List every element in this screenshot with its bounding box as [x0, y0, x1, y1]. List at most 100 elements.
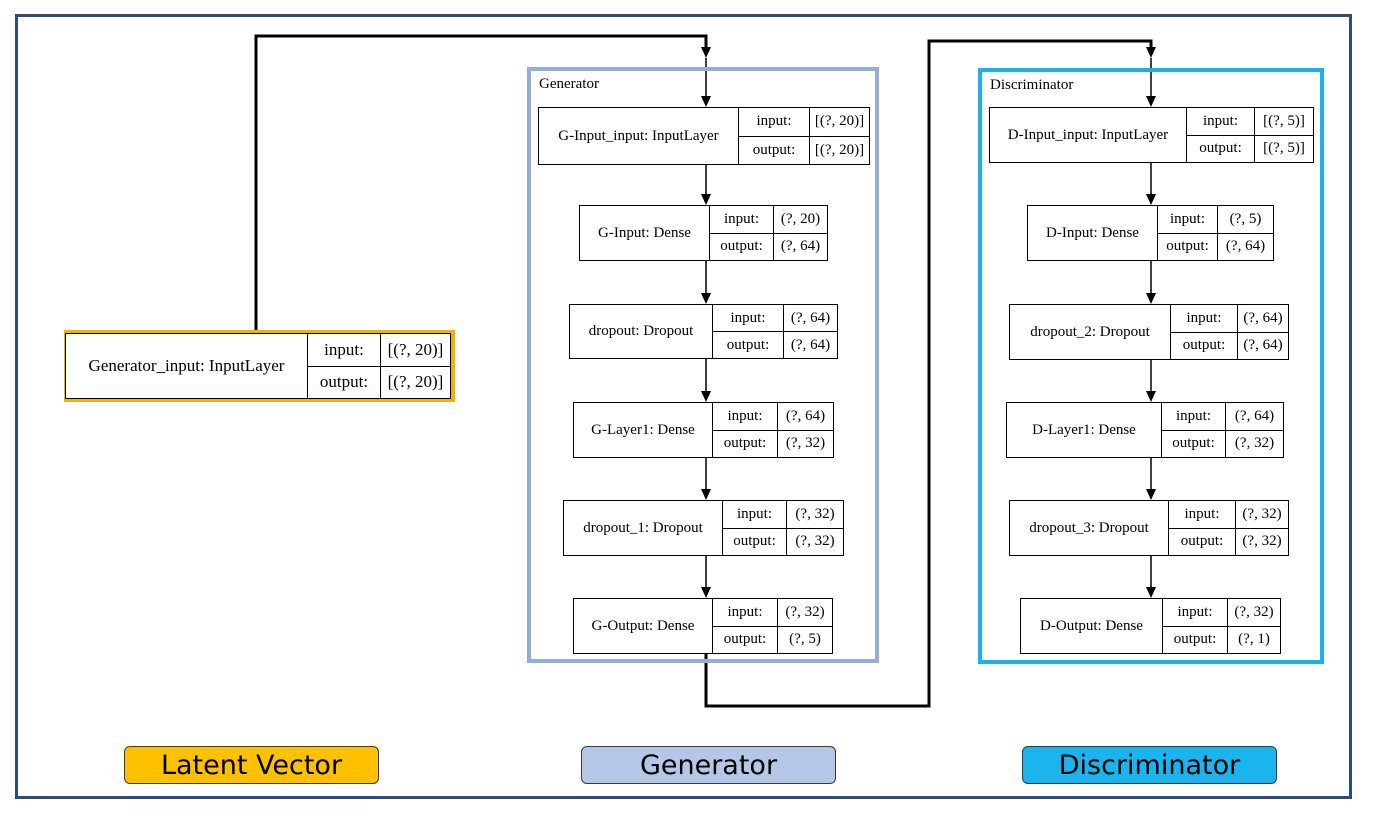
arrow-generator-chain-0 [701, 194, 711, 205]
discriminator-layer-node-4-output-row: output: (?, 32) [1169, 527, 1288, 555]
outer-frame [15, 14, 1352, 799]
discriminator-layer-node-1-label: D-Input: Dense [1028, 206, 1158, 260]
wire-generator-to-discriminator [704, 39, 1153, 708]
generator-layer-node-0-input-key: input: [739, 108, 810, 136]
generator-layer-node-0-output-key: output: [739, 136, 810, 164]
discriminator-layer-node-4-output-shape: (?, 32) [1242, 533, 1282, 550]
generator-layer-node-2-output-row: output: (?, 64) [713, 331, 837, 358]
arrow-discriminator-chain-3 [1146, 489, 1156, 500]
discriminator-layer-node-1-input-row: input:(?, 5) [1158, 206, 1273, 233]
arrow-discriminator-chain-1 [1146, 293, 1156, 304]
generator-layer-node-5-output-shape: (?, 5) [789, 631, 821, 648]
arrow-generator-chain-4 [701, 587, 711, 598]
discriminator-layer-node-2-input-shape: (?, 64) [1243, 309, 1283, 326]
generator-layer-node-0-label: G-Input_input: InputLayer [539, 108, 739, 164]
discriminator-layer-node-1-input-shape: (?, 5) [1229, 210, 1262, 227]
legend-discriminator-label: Discriminator [1058, 749, 1241, 781]
discriminator-layer-node-0-input-shape: [(?, 5)] [1263, 112, 1305, 129]
generator-layer-node-2-output-shape: (?, 64) [790, 336, 831, 353]
discriminator-layer-node-2-output-key: output: [1171, 332, 1238, 359]
generator-layer-node-5-input-row: input:(?, 32) [713, 599, 832, 626]
legend-generator: Generator [581, 746, 836, 784]
discriminator-layer-node-4-input-row: input:(?, 32) [1169, 501, 1288, 528]
generator-layer-node-0-input-shape: [(?, 20)] [814, 113, 865, 130]
generator-layer-node-4-output-key: output: [723, 528, 787, 555]
legend-generator-label: Generator [639, 749, 778, 781]
generator-layer-node-1-output-key: output: [710, 233, 774, 260]
discriminator-layer-node-3-output-row: output: (?, 32) [1162, 429, 1283, 457]
arrow-generator-chain-3 [701, 489, 711, 500]
arrow-discriminator-node-0 [1146, 96, 1156, 107]
discriminator-layer-node-3-label: D-Layer1: Dense [1007, 403, 1162, 457]
discriminator-layer-node-3-output-key: output: [1162, 430, 1226, 457]
generator-layer-node-4-label: dropout_1: Dropout [564, 501, 723, 555]
discriminator-layer-node-5-input-key: input: [1163, 599, 1228, 626]
generator-cluster-title: Generator [539, 76, 599, 92]
arrow-discriminator-chain-0 [1146, 194, 1156, 205]
discriminator-layer-node-5-input-shape: (?, 32) [1234, 603, 1274, 620]
discriminator-layer-node-3-input-shape: (?, 64) [1234, 407, 1275, 424]
discriminator-layer-node-5-output-shape: (?, 1) [1238, 631, 1270, 648]
generator-layer-node-5-output-key: output: [713, 626, 778, 653]
generator-layer-node-1-output-row: output:(?, 64) [710, 232, 827, 260]
discriminator-layer-node-4-output-key: output: [1169, 528, 1236, 555]
generator-layer-node-3-label: G-Layer1: Dense [574, 403, 713, 457]
generator-layer-node-3-input-shape: (?, 64) [785, 407, 826, 424]
discriminator-cluster-title: Discriminator [990, 77, 1074, 93]
generator-layer-node-1-input-key: input: [710, 206, 774, 233]
discriminator-layer-node-5-label: D-Output: Dense [1021, 599, 1163, 653]
generator-layer-node-3-input-row: input:(?, 64) [713, 403, 833, 430]
legend-latent-vector-label: Latent Vector [160, 749, 343, 781]
discriminator-layer-node-1-output-key: output: [1158, 233, 1218, 260]
discriminator-layer-node-2-output-row: output: (?, 64) [1171, 331, 1288, 359]
discriminator-layer-node-3-output-shape: (?, 32) [1234, 435, 1275, 452]
arrow-generator-chain-2 [701, 391, 711, 402]
discriminator-layer-node-0-output-shape: [(?, 5)] [1263, 140, 1305, 157]
generator-layer-node-2-input-row: input:(?, 64) [713, 305, 837, 331]
arrow-discriminator-chain-2 [1146, 391, 1156, 402]
generator-layer-node-2-label: dropout: Dropout [570, 305, 713, 358]
generator-layer-node-5-output-row: output: (?, 5) [713, 625, 832, 653]
arrow-discriminator-chain-4 [1146, 587, 1156, 598]
generator-layer-node-1-input-row: input: (?, 20) [710, 206, 827, 233]
generator-layer-node-3-output-shape: (?, 32) [785, 435, 826, 452]
discriminator-layer-node-0-output-key: output: [1187, 135, 1255, 162]
generator-layer-node-0-output-row: output:[(?, 20)] [739, 135, 869, 164]
discriminator-layer-node-0-label: D-Input_input: InputLayer [990, 108, 1187, 162]
generator-layer-node-3-output-key: output: [713, 430, 778, 457]
latent-input-layer-node-output-row: output:[(?, 20)] [308, 365, 450, 398]
arrow-into-discriminator [1146, 47, 1156, 58]
discriminator-layer-node-5-input-row: input: (?, 32) [1163, 599, 1280, 626]
legend-latent-vector: Latent Vector [124, 746, 379, 784]
discriminator-layer-node-2-input-key: input: [1171, 305, 1238, 332]
arrow-into-generator [701, 47, 711, 58]
generator-layer-node-2-input-shape: (?, 64) [790, 309, 831, 326]
generator-layer-node-4-output-shape: (?, 32) [795, 533, 835, 550]
discriminator-layer-node-2-label: dropout_2: Dropout [1010, 305, 1171, 359]
generator-cluster: Generator [527, 67, 879, 663]
generator-layer-node-4-input-shape: (?, 32) [795, 505, 835, 522]
generator-layer-node-5-input-key: input: [713, 599, 778, 626]
generator-layer-node-1-label: G-Input: Dense [580, 206, 710, 260]
generator-layer-node-1-input-shape: (?, 20) [780, 210, 821, 227]
generator-layer-node-5-label: G-Output: Dense [574, 599, 713, 653]
latent-input-layer-node-input-row: input:[(?, 20)] [308, 334, 450, 366]
generator-layer-node-0-input-row: input:[(?, 20)] [739, 108, 869, 136]
generator-layer-node-3-output-row: output: (?, 32) [713, 429, 833, 457]
latent-input-layer-node-output-key: output: [308, 366, 381, 398]
discriminator-layer-node-2-output-shape: (?, 64) [1243, 337, 1283, 354]
discriminator-layer-node-3-input-row: input:(?, 64) [1162, 403, 1283, 430]
generator-layer-node-2-output-key: output: [713, 332, 784, 358]
